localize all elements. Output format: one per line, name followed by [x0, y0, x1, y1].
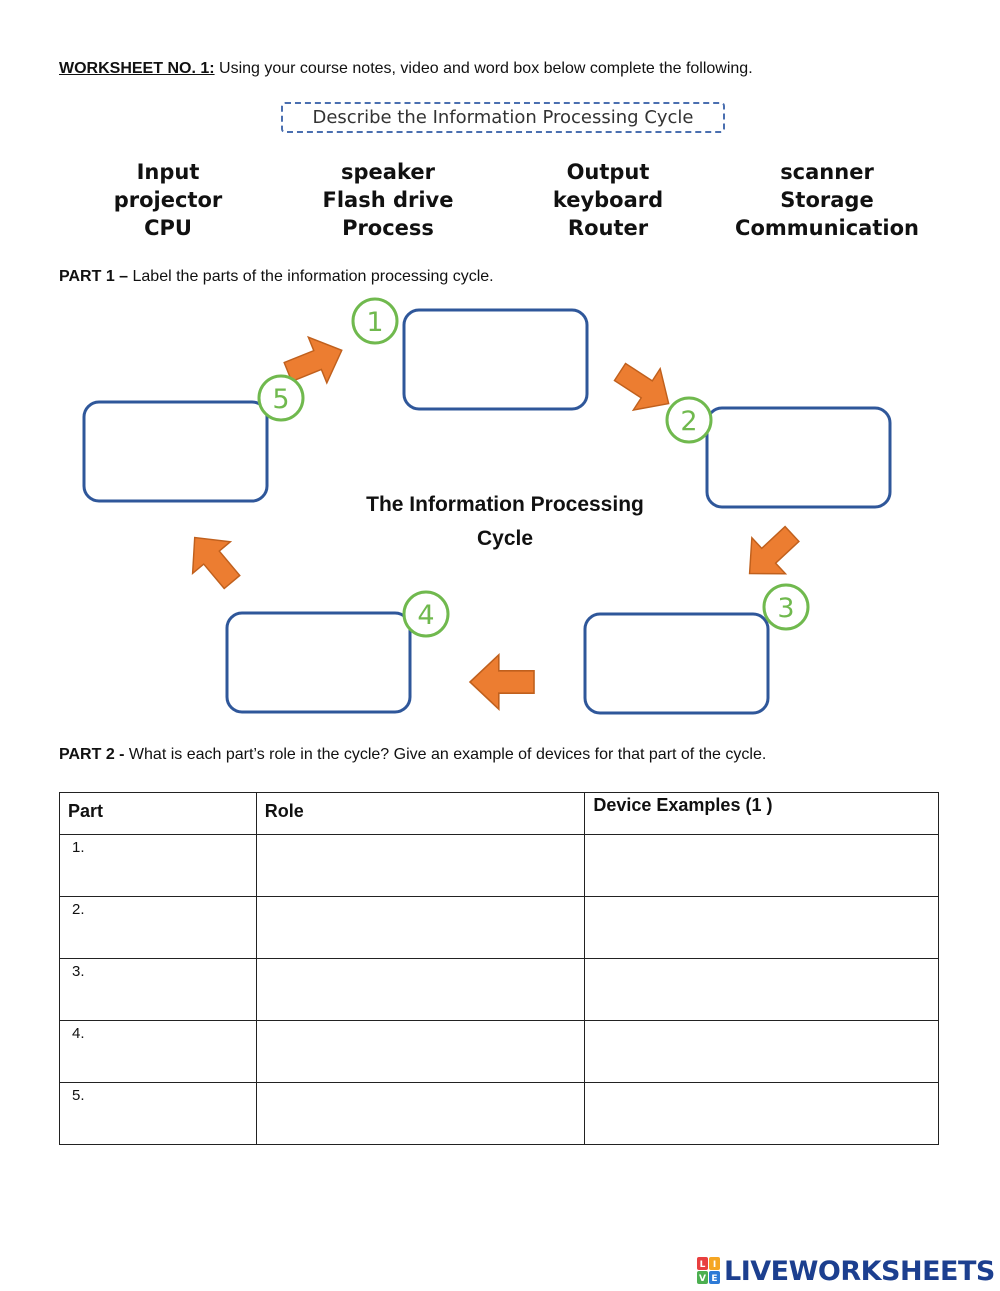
word-bank-item: Storage — [780, 188, 874, 212]
live-blocks-icon: L I V E — [697, 1257, 720, 1284]
number-label-4: 4 — [417, 600, 434, 631]
part2-text: What is each part’s role in the cycle? G… — [124, 746, 767, 763]
answer-box-1[interactable] — [402, 308, 589, 411]
word-bank-item: Output — [566, 160, 650, 184]
table-row: 1. — [59, 834, 939, 897]
word-bank-column-2: speaker Flash drive Process — [278, 158, 498, 242]
part-number-cell: 5. — [59, 1082, 257, 1145]
cycle-diagram: 1 2 3 4 5 — [82, 297, 892, 715]
part-number-cell: 4. — [59, 1020, 257, 1083]
logo-text: LIVEWORKSHEETS — [724, 1255, 995, 1287]
part1-label: PART 1 – — [59, 268, 129, 285]
logo-letter: V — [699, 1274, 706, 1284]
column-header-part: Part — [59, 792, 257, 835]
logo-letter: I — [713, 1260, 716, 1270]
word-bank-item: Communication — [735, 216, 919, 240]
role-answer-cell[interactable] — [255, 896, 586, 959]
arrow-1-to-2-icon — [613, 362, 670, 412]
number-circle-5 — [257, 374, 305, 422]
word-bank-item: scanner — [780, 160, 874, 184]
cycle-title-line-1: The Information Processing — [366, 493, 644, 516]
arrow-2-to-3-icon — [748, 525, 800, 575]
word-bank-item: Input — [136, 160, 200, 184]
device-answer-cell[interactable] — [584, 1020, 939, 1083]
device-answer-cell[interactable] — [584, 958, 939, 1021]
worksheet-header: WORKSHEET NO. 1: Using your course notes… — [59, 60, 753, 78]
number-circle-1 — [351, 297, 399, 345]
roles-table: Part Role Device Examples (1 ) 1. 2. 3. … — [59, 792, 939, 1145]
arrow-3-to-4-icon — [468, 652, 535, 712]
part2-heading: PART 2 - What is each part’s role in the… — [59, 746, 766, 764]
cycle-title-line-2: Cycle — [476, 527, 534, 550]
word-bank-item: speaker — [341, 160, 435, 184]
number-label-3: 3 — [777, 593, 794, 624]
liveworksheets-logo: L I V E LIVEWORKSHEETS — [697, 1255, 995, 1287]
part-number-cell: 2. — [59, 896, 257, 959]
role-answer-cell[interactable] — [255, 1020, 586, 1083]
worksheet-number: WORKSHEET NO. 1: — [59, 60, 215, 77]
table-row: 4. — [59, 1020, 939, 1083]
role-answer-cell[interactable] — [255, 834, 586, 897]
word-bank-item: Flash drive — [322, 188, 454, 212]
device-answer-cell[interactable] — [584, 1082, 939, 1145]
logo-letter: E — [711, 1274, 717, 1284]
answer-box-4[interactable] — [225, 611, 412, 714]
role-answer-cell[interactable] — [255, 1082, 586, 1145]
word-bank-item: Process — [342, 216, 434, 240]
device-answer-cell[interactable] — [584, 834, 939, 897]
cycle-title: The Information Processing Cycle — [330, 488, 680, 556]
part1-text: Label the parts of the information proce… — [128, 268, 494, 285]
number-circle-3 — [762, 583, 810, 631]
topic-title-box: Describe the Information Processing Cycl… — [281, 102, 725, 133]
arrow-5-to-1-icon — [283, 335, 343, 385]
part-number-cell: 3. — [59, 958, 257, 1021]
word-bank-column-4: scanner Storage Communication — [717, 158, 937, 242]
part-number-cell: 1. — [59, 834, 257, 897]
answer-box-5[interactable] — [82, 400, 269, 503]
table-row: 3. — [59, 958, 939, 1021]
word-bank-column-1: Input projector CPU — [58, 158, 278, 242]
number-circle-2 — [665, 396, 713, 444]
table-header-row: Part Role Device Examples (1 ) — [59, 792, 939, 835]
part1-heading: PART 1 – Label the parts of the informat… — [59, 268, 494, 286]
number-label-5: 5 — [272, 384, 289, 415]
worksheet-instruction: Using your course notes, video and word … — [214, 60, 753, 77]
table-row: 2. — [59, 896, 939, 959]
column-header-role: Role — [255, 792, 586, 835]
word-bank-item: projector — [113, 188, 223, 212]
word-bank-column-3: Output keyboard Router — [498, 158, 718, 242]
logo-letter: L — [700, 1260, 706, 1270]
arrow-4-to-5-icon — [191, 536, 241, 590]
role-answer-cell[interactable] — [255, 958, 586, 1021]
number-label-1: 1 — [366, 307, 383, 338]
device-answer-cell[interactable] — [584, 896, 939, 959]
part2-label: PART 2 - — [59, 746, 125, 763]
number-circle-4 — [402, 590, 450, 638]
answer-box-3[interactable] — [583, 612, 770, 715]
number-label-2: 2 — [680, 406, 697, 437]
word-bank-item: keyboard — [552, 188, 664, 212]
word-bank-item: CPU — [144, 216, 192, 240]
answer-box-2[interactable] — [705, 406, 892, 509]
column-header-device-examples: Device Examples (1 ) — [584, 792, 939, 835]
word-bank-item: Router — [567, 216, 649, 240]
table-row: 5. — [59, 1082, 939, 1145]
